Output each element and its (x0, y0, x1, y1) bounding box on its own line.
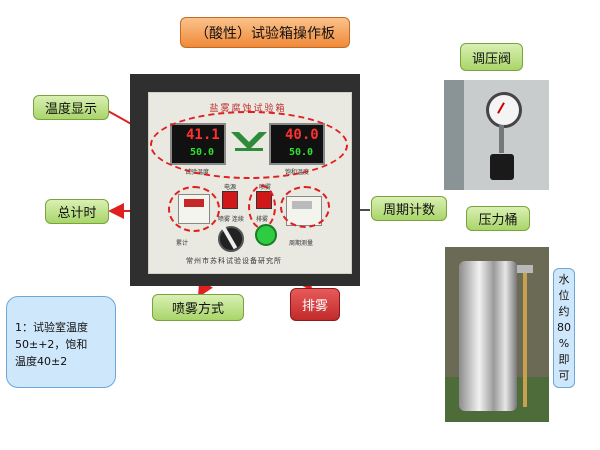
water-level-char: 水 (558, 273, 570, 286)
cycle-highlight (280, 186, 330, 228)
water-level-char: 约 (558, 305, 570, 318)
note-line-3: 温度40±2 (15, 355, 68, 368)
water-level-char: 即 (558, 353, 570, 366)
temp-highlight (150, 111, 348, 179)
water-level-char: 80 (557, 321, 571, 334)
temp-display-callout: 温度显示 (33, 95, 109, 120)
pressure-gauge-icon (486, 92, 522, 128)
regulator-callout: 调压阀 (460, 43, 523, 71)
maker-label: 常州市苏科试验设备研究所 (186, 257, 282, 265)
water-level-char: % (558, 337, 570, 350)
switch-label: 喷雾 连续 (218, 216, 244, 223)
note-line-1: 1：试验室温度 (15, 321, 88, 334)
water-level-note: 水 位 约 80 % 即 可 (553, 268, 575, 388)
pressure-tank-photo (445, 247, 549, 422)
cycle-label: 周期测量 (289, 240, 314, 247)
note-box: 1：试验室温度 50±+2，饱和 温度40±2 (6, 296, 116, 388)
start-button[interactable] (255, 224, 277, 246)
spray-mode-callout: 喷雾方式 (152, 294, 244, 321)
page-title: （酸性）试验箱操作板 (180, 17, 350, 48)
tank-icon (459, 261, 517, 411)
power-label: 电源 (224, 184, 237, 191)
timer-highlight (168, 186, 220, 232)
cycle-count-callout: 周期计数 (371, 196, 447, 221)
total-timer-callout: 总计时 (45, 199, 109, 224)
water-level-char: 位 (558, 289, 570, 302)
water-level-char: 可 (558, 369, 570, 382)
power-indicator (222, 191, 238, 209)
exhaust-callout: 排雾 (290, 288, 340, 321)
panel-name: 盐雾腐蚀试验箱 (209, 104, 287, 114)
pressure-tank-callout: 压力桶 (466, 206, 530, 231)
regulator-knob-icon (490, 154, 514, 180)
note-line-2: 50±+2，饱和 (15, 338, 88, 351)
total-label: 累计 (176, 240, 189, 247)
exhaust-label: 排雾 (256, 216, 269, 223)
regulator-photo (444, 80, 549, 190)
